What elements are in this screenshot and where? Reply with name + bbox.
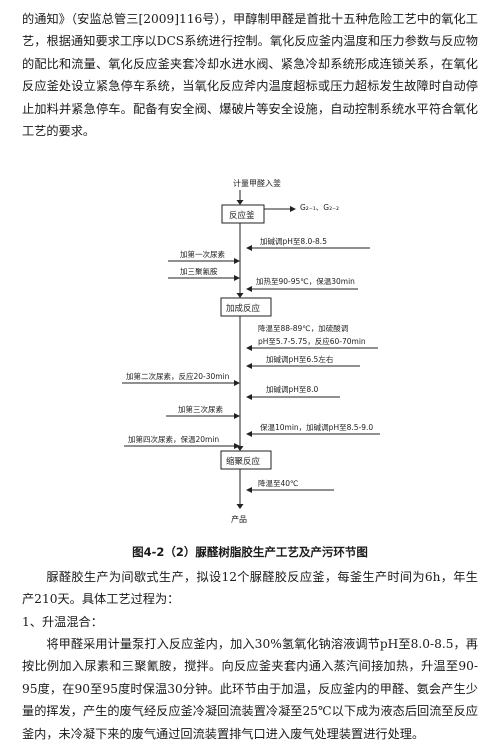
- reactor-label: 反应釜: [229, 210, 255, 221]
- addition-reaction-box: [220, 297, 272, 317]
- note-ph-8.0-8.5: 加碱调pH至8.0-8.5: [260, 236, 327, 246]
- figure-caption: 图4-2（2）脲醛树脂胶生产工艺及产污环节图: [132, 545, 368, 559]
- condensation-reaction-label: 缩聚反应: [226, 456, 261, 467]
- note-cool-40: 降温至40℃: [258, 478, 298, 488]
- note-cool-88-89: 降温至88-89℃，加硫酸调: [258, 323, 348, 333]
- reactor-box: [221, 204, 265, 224]
- emission-label: G₂₋₁、G₂₋₂: [300, 203, 339, 212]
- input-third-urea: 加第三次尿素: [178, 404, 223, 414]
- production-paragraph: 脲醛胶生产为间歇式生产，拟设12个脲醛胶反应釜，每釜生产时间为6h，年生产210…: [22, 570, 478, 607]
- intro-paragraph: 的通知》（安监总管三[2009]116号），甲醇制甲醛是首批十五种危险工艺中的氧…: [22, 12, 478, 139]
- addition-reaction-label: 加成反应: [226, 303, 261, 314]
- note-ph-6.5: 加碱调pH至6.5左右: [266, 354, 334, 364]
- product-label: 产品: [231, 514, 247, 524]
- input-fourth-urea: 加第四次尿素，保温20min: [128, 434, 219, 444]
- input-second-urea: 加第二次尿素，反应20-30min: [126, 371, 230, 381]
- note-ph-5.7-5.75: pH至5.7-5.75，反应60-70min: [258, 336, 366, 346]
- top-input-label: 计量甲醛入釜: [233, 178, 281, 188]
- input-melamine: 加三聚氰胺: [180, 266, 218, 276]
- input-first-urea: 加第一次尿素: [180, 249, 225, 259]
- process-flow-diagram: 计量甲醛入釜 反应釜 G₂₋₁、G₂₋₂ 加碱调pH至8.0-8.5 加第一次尿…: [122, 178, 380, 524]
- note-heat-90-95: 加热至90-95℃，保温30min: [256, 276, 355, 286]
- step1-heading: 1、升温混合：: [22, 615, 103, 629]
- condensation-reaction-box: [220, 450, 272, 470]
- note-ph-8.0: 加碱调pH至8.0: [266, 384, 319, 394]
- note-hold-10min: 保温10min，加碱调pH至8.5-9.0: [260, 422, 373, 432]
- step1-paragraph: 将甲醛采用计量泵打入反应釜内，加入30%氢氧化钠溶液调节pH至8.0-8.5，再…: [22, 637, 478, 741]
